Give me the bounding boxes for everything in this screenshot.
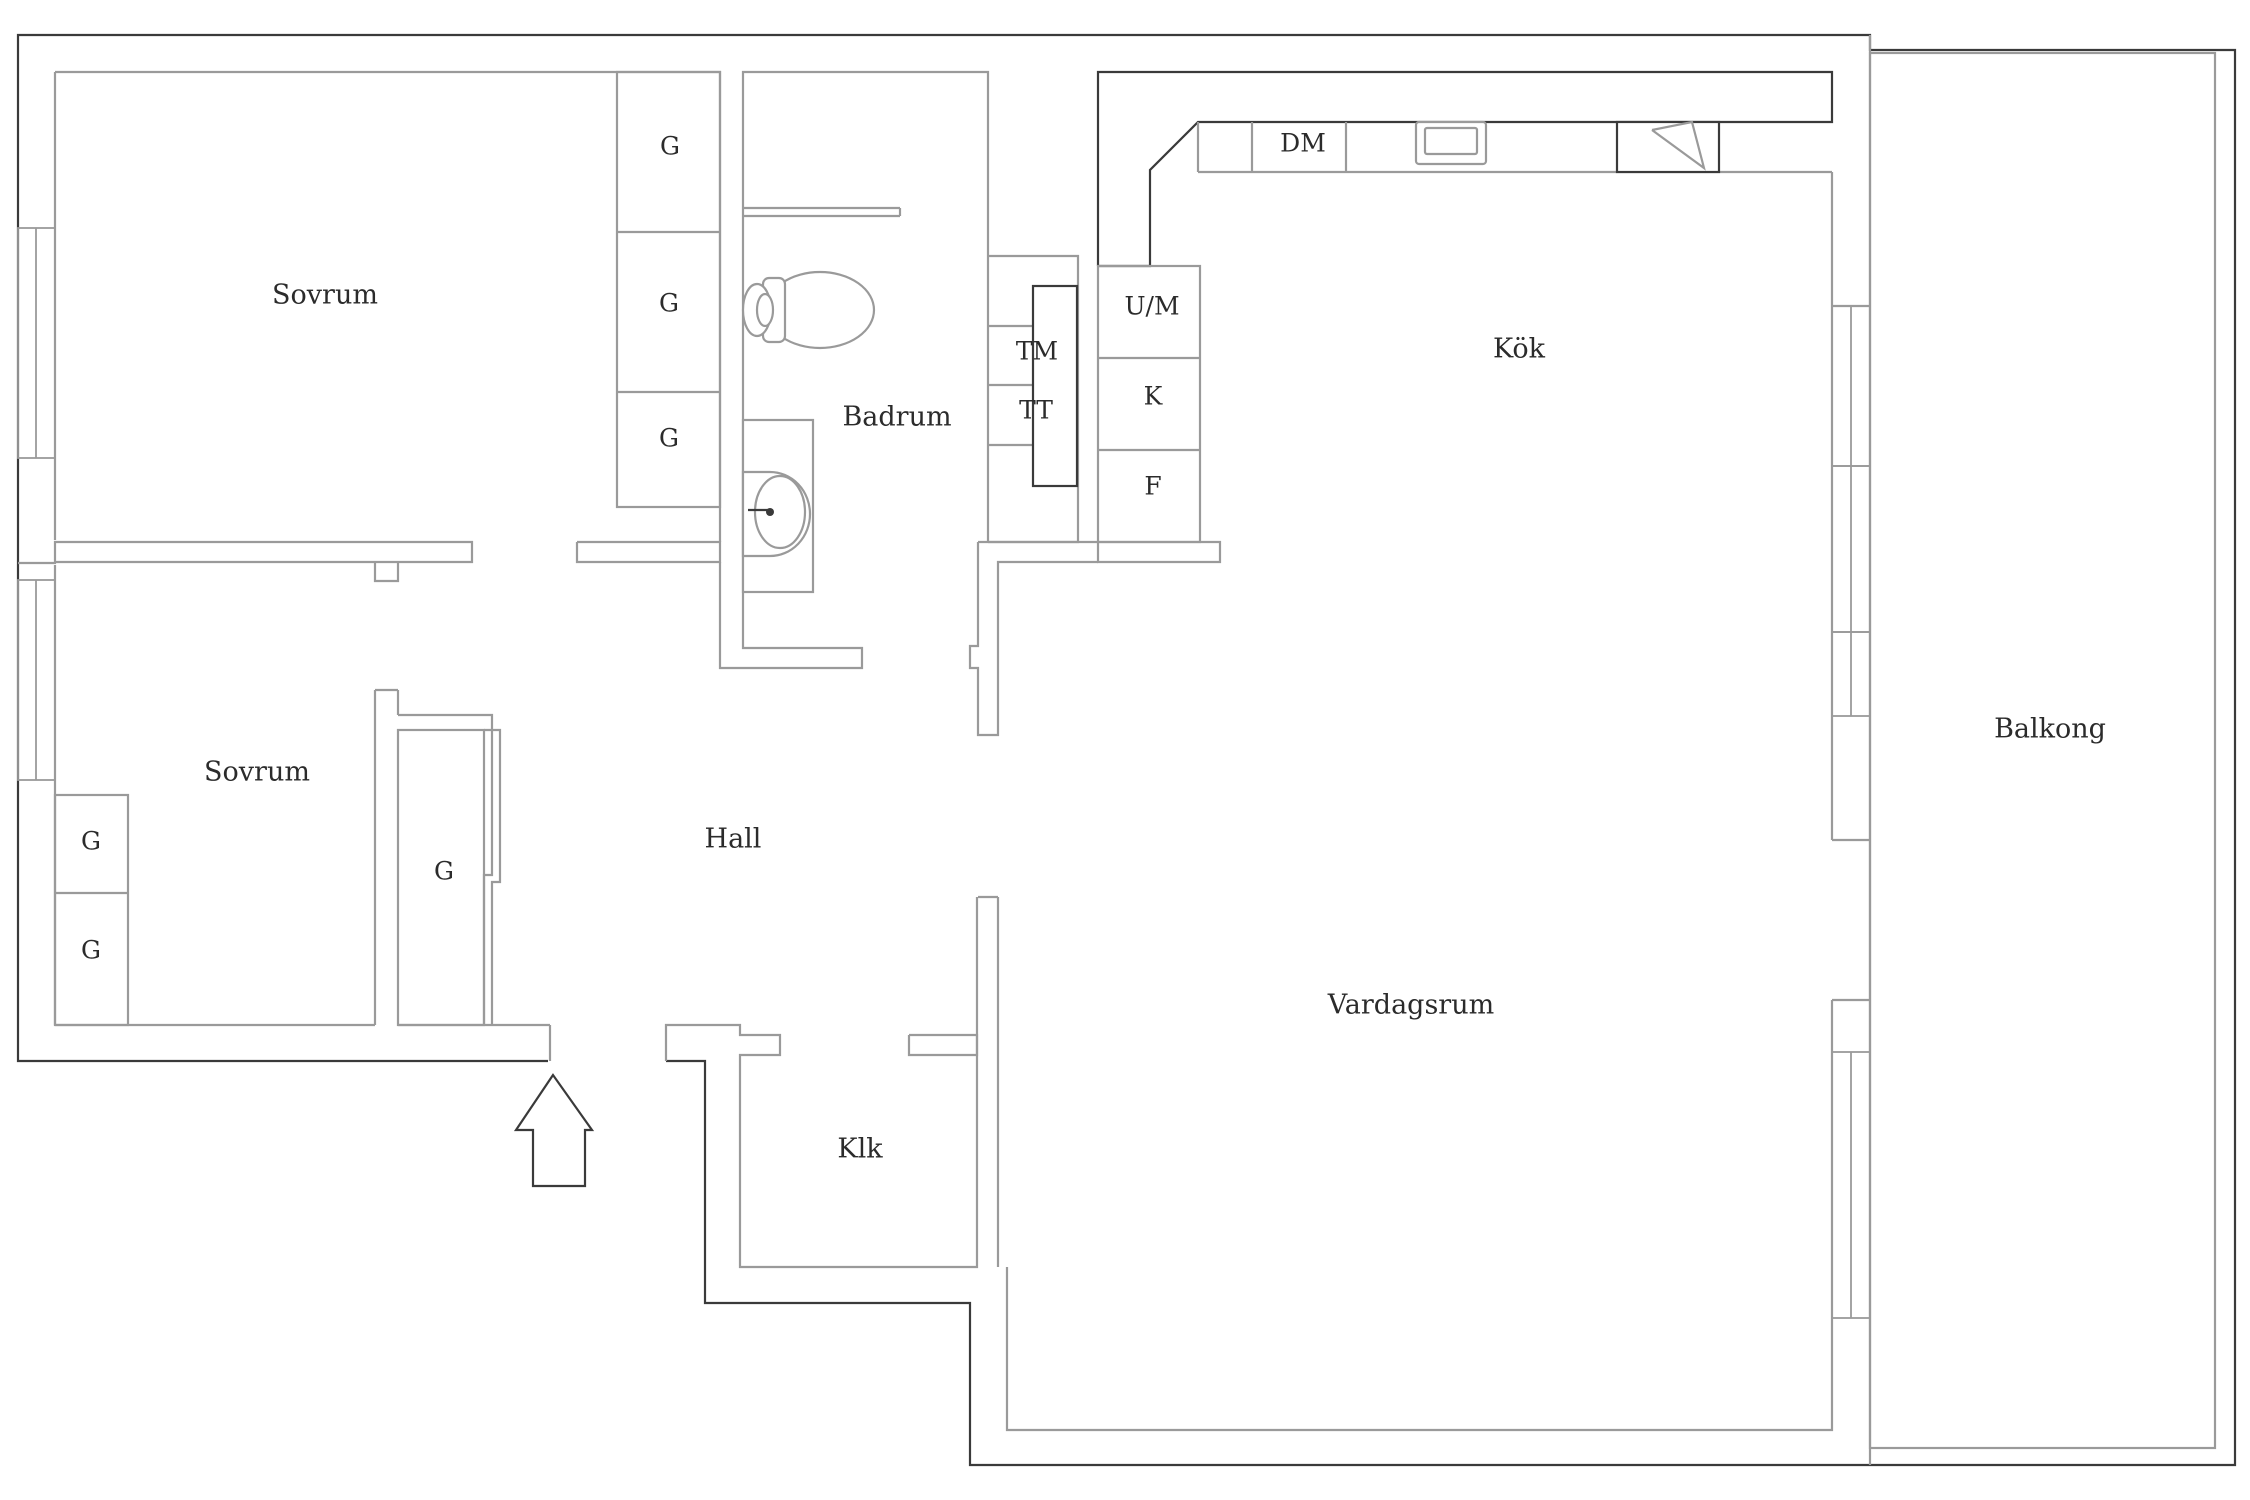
washbasin-icon[interactable] <box>741 418 815 594</box>
room-label-sovrum-top: Sovrum <box>272 280 378 311</box>
wardrobe-label: G <box>81 936 101 965</box>
toilet-icon[interactable] <box>741 270 876 350</box>
room-label-vardagsrum: Vardagsrum <box>1327 990 1494 1021</box>
cabinet-labels: G G G G G G DM U/M K F TM TT <box>81 129 1326 965</box>
wardrobe-column <box>615 70 722 509</box>
oven-microwave-label: U/M <box>1124 292 1179 321</box>
dishwasher-label: DM <box>1280 129 1326 158</box>
outer-walls <box>16 33 2237 1467</box>
room-labels: Sovrum Sovrum Badrum Kök Hall Klk Vardag… <box>204 280 2106 1165</box>
room-label-kok: Kök <box>1493 334 1546 365</box>
room-label-badrum: Badrum <box>842 402 951 433</box>
wardrobe-label: G <box>660 132 680 161</box>
wardrobe-label: G <box>434 857 454 886</box>
bathroom-fixtures <box>741 270 1079 594</box>
freezer-label: F <box>1144 472 1161 501</box>
balkong-inner <box>1868 51 2217 1450</box>
outer-wall-outline <box>16 33 2237 1467</box>
washing-machine-label: TM <box>1016 337 1058 366</box>
entrance-arrow-icon <box>513 1073 595 1188</box>
tall-cabinets <box>1096 264 1202 544</box>
room-label-hall: Hall <box>705 824 762 855</box>
room-label-balkong: Balkong <box>1994 714 2106 745</box>
kitchen-counter <box>1096 70 1834 544</box>
wardrobe-bottom-left <box>53 793 130 1027</box>
wardrobe-label: G <box>659 424 679 453</box>
fridge-label: K <box>1144 382 1164 411</box>
windows <box>17 227 1871 1319</box>
washer-dryer-column <box>1031 284 1079 488</box>
inner-wall-top-left <box>55 70 722 542</box>
hall-closet <box>396 728 486 1027</box>
interior-walls <box>18 70 1222 1267</box>
room-label-sovrum-bottom: Sovrum <box>204 757 310 788</box>
wardrobe-label: G <box>659 289 679 318</box>
tumble-dryer-label: TT <box>1019 396 1053 425</box>
wardrobe-label: G <box>81 827 101 856</box>
room-label-klk: Klk <box>837 1134 883 1165</box>
